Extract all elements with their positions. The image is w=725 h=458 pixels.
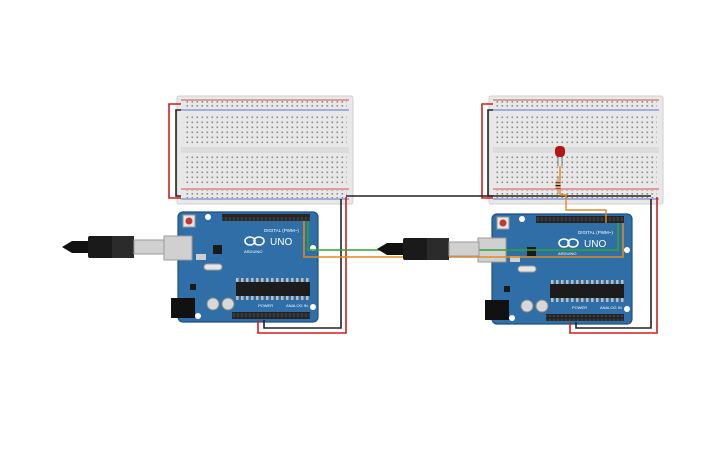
power-label: POWER bbox=[258, 303, 273, 308]
resistor[interactable] bbox=[555, 176, 561, 194]
wire-red-right-power[interactable] bbox=[569, 197, 658, 334]
analog-label: ANALOG IN bbox=[286, 303, 308, 308]
wire-orange-led[interactable] bbox=[559, 166, 607, 223]
power-label: POWER bbox=[572, 305, 587, 310]
uno-logo-text: UNO bbox=[270, 237, 292, 248]
arduino-uno-right[interactable]: DIGITAL (PWM~) UNO ARDUINO POWER ANALOG … bbox=[485, 213, 633, 325]
red-led[interactable] bbox=[555, 146, 565, 166]
wire-black-left-rail[interactable] bbox=[175, 109, 181, 197]
arduino-uno-left[interactable]: DIGITAL (PWM~) UNO ARDUINO POWER ANALOG … bbox=[171, 211, 319, 323]
breadboard-left[interactable] bbox=[176, 95, 354, 205]
analog-label: ANALOG IN bbox=[600, 305, 622, 310]
breadboard-right[interactable] bbox=[488, 95, 664, 205]
arduino-brand: ARDUINO bbox=[244, 249, 262, 254]
usb-port-left bbox=[163, 235, 193, 261]
digital-label: DIGITAL (PWM~) bbox=[578, 230, 613, 235]
wire-red-left-rail[interactable] bbox=[168, 103, 181, 199]
usb-cable-right[interactable] bbox=[377, 238, 480, 260]
arduino-brand: ARDUINO bbox=[558, 251, 576, 256]
wire-red-right-rail[interactable] bbox=[481, 103, 493, 199]
wire-orange-serial[interactable] bbox=[303, 221, 624, 258]
uno-logo-text: UNO bbox=[584, 239, 606, 250]
wire-black-left-gnd[interactable] bbox=[263, 199, 342, 329]
wire-black-right-gnd[interactable] bbox=[575, 199, 652, 329]
digital-label: DIGITAL (PWM~) bbox=[264, 228, 299, 233]
wire-red-left-power[interactable] bbox=[257, 197, 347, 334]
usb-cable-left[interactable] bbox=[62, 236, 165, 258]
